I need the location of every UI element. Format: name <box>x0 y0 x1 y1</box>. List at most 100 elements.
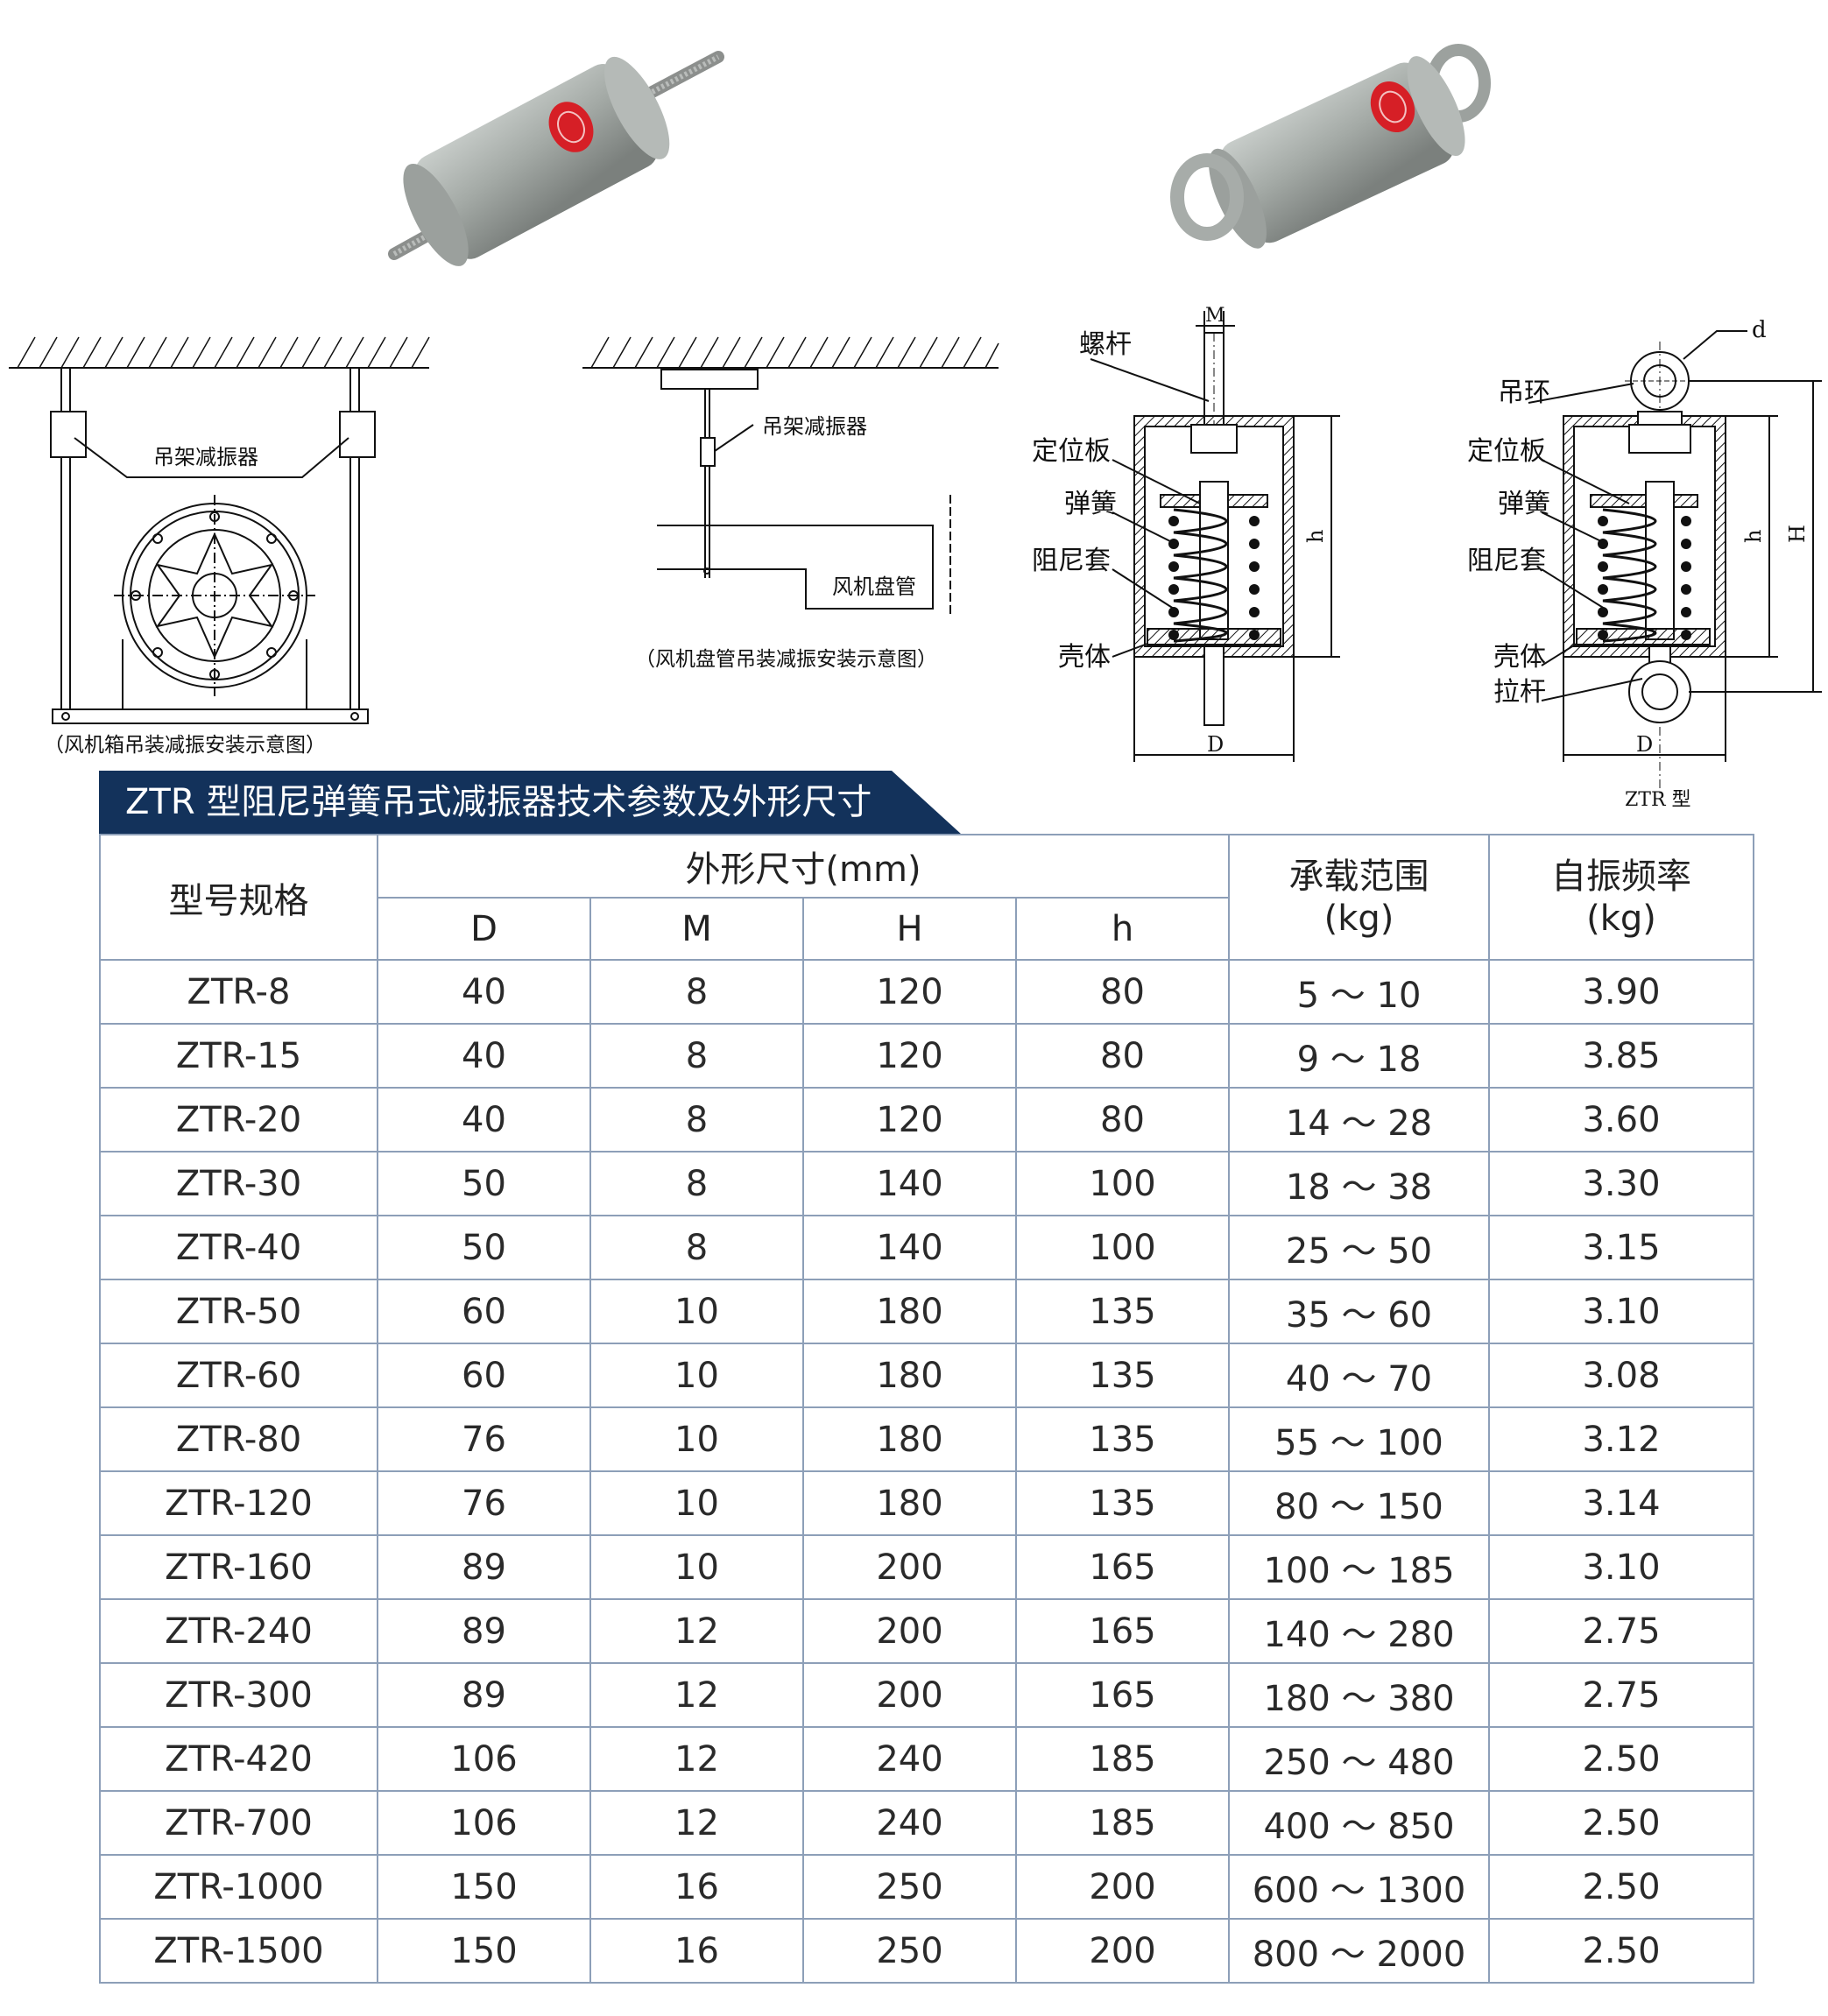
header-m: M <box>589 897 804 961</box>
cell-model: ZTR-80 <box>99 1406 378 1472</box>
cell-model: ZTR-20 <box>99 1087 378 1153</box>
cell-h: 100 <box>1014 1151 1231 1216</box>
cell-H: 200 <box>802 1662 1017 1728</box>
cell-m: 10 <box>589 1470 804 1536</box>
cell-load: 25 ～ 50 <box>1228 1215 1491 1280</box>
cell-d: 150 <box>377 1918 591 1984</box>
cell-frequency: 2.50 <box>1488 1726 1755 1792</box>
header-H: H <box>802 897 1017 961</box>
cell-frequency: 2.50 <box>1488 1854 1755 1920</box>
diagram-fan-coil-installation: 吊架减振器 风机盘管 （风机盘管吊装减振安装示意图） <box>582 336 999 671</box>
cell-h: 200 <box>1014 1854 1231 1920</box>
product-photo-eye-ring <box>1170 44 1491 249</box>
cell-model: ZTR-40 <box>99 1215 378 1280</box>
header-load-line2: (kg) <box>1323 898 1394 939</box>
fan-box-absorber-label: 吊架减振器 <box>153 445 258 469</box>
cell-h: 165 <box>1014 1662 1231 1728</box>
diagram-fan-box-installation: 吊架减振器 （风机箱吊装减振安装示意图） <box>9 336 430 757</box>
cell-h: 80 <box>1014 1087 1231 1153</box>
cell-m: 8 <box>589 959 804 1025</box>
fan-coil-label: 风机盘管 <box>832 574 916 599</box>
header-load: 承载范围 (kg) <box>1228 834 1491 961</box>
cell-h: 135 <box>1014 1470 1231 1536</box>
cell-h: 135 <box>1014 1406 1231 1472</box>
cell-d: 89 <box>377 1598 591 1664</box>
section-dim-h: h <box>1303 530 1328 543</box>
cell-model: ZTR-700 <box>99 1790 378 1856</box>
cell-model: ZTR-160 <box>99 1534 378 1600</box>
cell-h: 165 <box>1014 1598 1231 1664</box>
cell-load: 55 ～ 100 <box>1228 1406 1491 1472</box>
ring-dim-small-d: d <box>1752 317 1767 343</box>
cell-h: 135 <box>1014 1343 1231 1408</box>
cell-H: 140 <box>802 1151 1017 1216</box>
section-label-rod: 螺杆 <box>1079 329 1132 360</box>
cell-load: 18 ～ 38 <box>1228 1151 1491 1216</box>
cell-H: 120 <box>802 1087 1017 1153</box>
cell-load: 100 ～ 185 <box>1228 1534 1491 1600</box>
cell-model: ZTR-8 <box>99 959 378 1025</box>
ring-label-pull-rod: 拉杆 <box>1493 677 1546 708</box>
cell-m: 16 <box>589 1854 804 1920</box>
cell-H: 180 <box>802 1279 1017 1344</box>
cell-d: 40 <box>377 1087 591 1153</box>
cell-d: 60 <box>377 1279 591 1344</box>
cell-m: 12 <box>589 1662 804 1728</box>
cell-H: 240 <box>802 1726 1017 1792</box>
cell-load: 9 ～ 18 <box>1228 1023 1491 1089</box>
cell-d: 40 <box>377 959 591 1025</box>
cell-model: ZTR-120 <box>99 1470 378 1536</box>
cell-d: 50 <box>377 1151 591 1216</box>
cell-frequency: 3.12 <box>1488 1406 1755 1472</box>
cell-load: 800 ～ 2000 <box>1228 1918 1491 1984</box>
ring-caption: ZTR 型 <box>1625 789 1691 811</box>
header-frequency: 自振频率 (kg) <box>1488 834 1755 961</box>
cell-H: 120 <box>802 1023 1017 1089</box>
cell-h: 185 <box>1014 1726 1231 1792</box>
cell-m: 12 <box>589 1598 804 1664</box>
cell-load: 5 ～ 10 <box>1228 959 1491 1025</box>
cell-h: 165 <box>1014 1534 1231 1600</box>
cell-load: 35 ～ 60 <box>1228 1279 1491 1344</box>
cell-H: 250 <box>802 1918 1017 1984</box>
cell-model: ZTR-1500 <box>99 1918 378 1984</box>
cell-h: 135 <box>1014 1279 1231 1344</box>
cell-m: 12 <box>589 1726 804 1792</box>
cell-m: 12 <box>589 1790 804 1856</box>
cell-model: ZTR-1000 <box>99 1854 378 1920</box>
cell-m: 10 <box>589 1279 804 1344</box>
cell-model: ZTR-60 <box>99 1343 378 1408</box>
cell-H: 120 <box>802 959 1017 1025</box>
cell-frequency: 2.50 <box>1488 1918 1755 1984</box>
table-title-banner: ZTR 型阻尼弹簧吊式减振器技术参数及外形尺寸 <box>99 771 962 835</box>
cell-m: 10 <box>589 1534 804 1600</box>
cell-frequency: 3.10 <box>1488 1279 1755 1344</box>
header-frequency-line2: (kg) <box>1586 898 1656 939</box>
cell-H: 240 <box>802 1790 1017 1856</box>
cell-m: 8 <box>589 1151 804 1216</box>
cell-H: 200 <box>802 1534 1017 1600</box>
cell-frequency: 3.08 <box>1488 1343 1755 1408</box>
cell-load: 14 ～ 28 <box>1228 1087 1491 1153</box>
cell-h: 80 <box>1014 959 1231 1025</box>
cell-m: 8 <box>589 1023 804 1089</box>
cell-d: 40 <box>377 1023 591 1089</box>
table-title: ZTR 型阻尼弹簧吊式减振器技术参数及外形尺寸 <box>125 782 872 822</box>
cell-H: 140 <box>802 1215 1017 1280</box>
cell-m: 8 <box>589 1215 804 1280</box>
cell-model: ZTR-240 <box>99 1598 378 1664</box>
cell-frequency: 3.90 <box>1488 959 1755 1025</box>
cell-h: 80 <box>1014 1023 1231 1089</box>
cell-d: 76 <box>377 1406 591 1472</box>
cell-H: 200 <box>802 1598 1017 1664</box>
cell-h: 100 <box>1014 1215 1231 1280</box>
cell-d: 106 <box>377 1726 591 1792</box>
